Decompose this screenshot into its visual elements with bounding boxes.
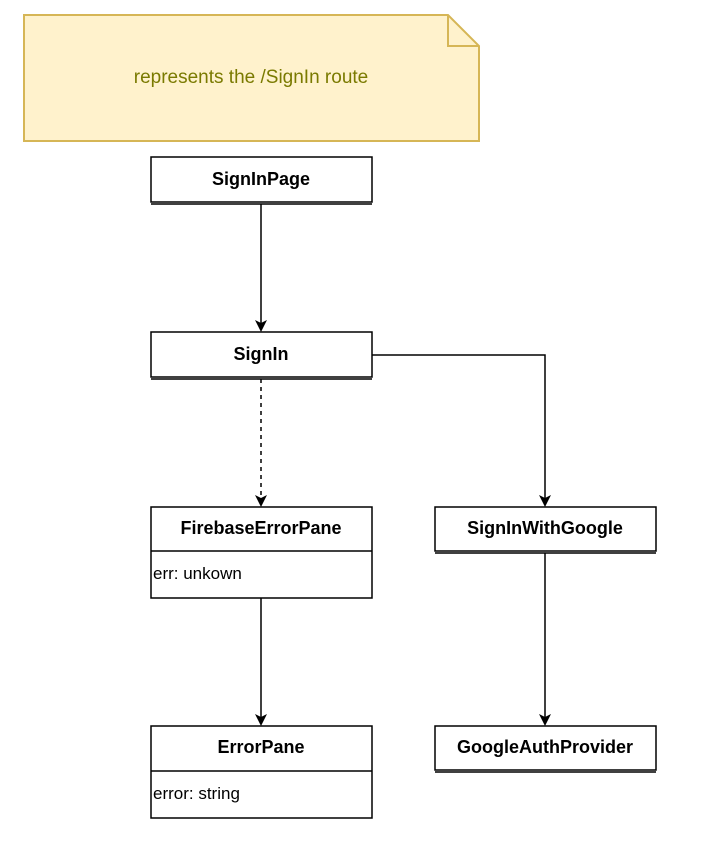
- node-firebaseerrorpane[interactable]: FirebaseErrorPane err: unkown: [150, 506, 373, 599]
- node-title: SignInPage: [212, 169, 310, 189]
- node-box: [150, 725, 373, 819]
- edge-signin-to-signinwithgoogle: [372, 354, 551, 507]
- node-signin[interactable]: SignIn: [150, 331, 373, 380]
- node-box: [434, 506, 657, 552]
- node-field: err: unkown: [153, 564, 242, 583]
- node-errorpane[interactable]: ErrorPane error: string: [150, 725, 373, 819]
- node-title: FirebaseErrorPane: [180, 518, 341, 538]
- node-box: [150, 506, 373, 599]
- node-title: ErrorPane: [217, 737, 304, 757]
- node-title: SignInWithGoogle: [467, 518, 623, 538]
- node-box: [150, 156, 373, 203]
- node-googleauthprovider[interactable]: GoogleAuthProvider: [434, 725, 657, 773]
- note-text: represents the /SignIn route: [134, 67, 368, 88]
- node-field: error: string: [153, 784, 240, 803]
- node-signinwithgoogle[interactable]: SignInWithGoogle: [434, 506, 657, 554]
- node-box: [150, 331, 373, 378]
- node-title: GoogleAuthProvider: [457, 737, 633, 757]
- node-title: SignIn: [234, 344, 289, 364]
- edges: [255, 204, 551, 726]
- node-signinpage[interactable]: SignInPage: [150, 156, 373, 205]
- route-note: represents the /SignIn route: [23, 14, 480, 142]
- node-box: [434, 725, 657, 771]
- note-fold: [447, 15, 479, 47]
- note-shape: [23, 14, 480, 142]
